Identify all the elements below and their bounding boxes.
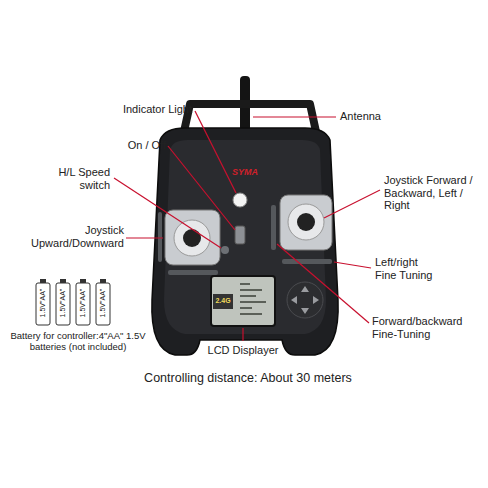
- battery-tip: [40, 279, 46, 283]
- leader-line: [242, 328, 243, 341]
- pad-arrows: [291, 286, 319, 314]
- battery-group: [36, 279, 110, 325]
- battery-tip: [60, 279, 66, 283]
- battery: [96, 283, 110, 325]
- direction-pad: [287, 282, 323, 318]
- battery-text: 1.5V"AA": [79, 283, 87, 323]
- leader-line: [277, 244, 369, 323]
- leader-line: [126, 237, 163, 238]
- left-gimbal-ring: [174, 220, 210, 256]
- part-label: H/L Speed switch: [40, 166, 110, 191]
- left-stick: [183, 229, 201, 247]
- leader-line: [253, 116, 336, 117]
- indicator-light: [233, 193, 247, 207]
- brand-logo: SYMA: [222, 167, 268, 177]
- controller-body: [152, 128, 338, 355]
- battery-tip: [100, 279, 106, 283]
- left-trim: [168, 270, 218, 275]
- leader-line: [114, 178, 221, 248]
- lcd-segments: [240, 284, 266, 314]
- left-trim: [158, 212, 162, 262]
- right-trim: [282, 259, 332, 264]
- battery-text: 1.5V"AA": [99, 283, 107, 323]
- leader-line: [168, 146, 235, 230]
- battery-note: Battery for controller:4"AA" 1.5V batter…: [8, 331, 148, 353]
- part-label: Left/right Fine Tuning: [375, 256, 441, 281]
- part-label: Antenna: [340, 110, 410, 123]
- left-gimbal: [165, 210, 220, 265]
- battery: [36, 283, 50, 325]
- part-label: Forward/backward Fine-Tuning: [372, 315, 476, 340]
- part-label: On / Off: [100, 139, 166, 152]
- battery-tip: [80, 279, 86, 283]
- battery-text: 1.5V"AA": [59, 283, 67, 323]
- speed-button: [221, 246, 229, 254]
- forward-trim: [271, 205, 276, 250]
- battery-text: 1.5V"AA": [39, 283, 47, 323]
- battery: [76, 283, 90, 325]
- leader-line: [324, 190, 380, 218]
- right-gimbal: [280, 195, 332, 250]
- part-label: Joystick Upward/Downward: [30, 224, 124, 249]
- part-label: Joystick Forward / Backward, Left / Righ…: [384, 174, 482, 212]
- lcd-screen: [211, 276, 275, 326]
- right-stick: [297, 213, 315, 231]
- battery: [56, 283, 70, 325]
- power-switch: [235, 226, 245, 244]
- part-label: Indicator Light: [92, 103, 192, 116]
- lcd-text: 2.4G: [213, 297, 233, 305]
- part-label: LCD Displayer: [193, 344, 293, 357]
- lcd-band: [213, 294, 233, 309]
- face-panel: [164, 140, 326, 334]
- caption: Controlling distance: About 30 meters: [4, 371, 488, 385]
- leader-line: [195, 111, 236, 193]
- right-gimbal-ring: [288, 204, 324, 240]
- leader-line: [334, 262, 371, 268]
